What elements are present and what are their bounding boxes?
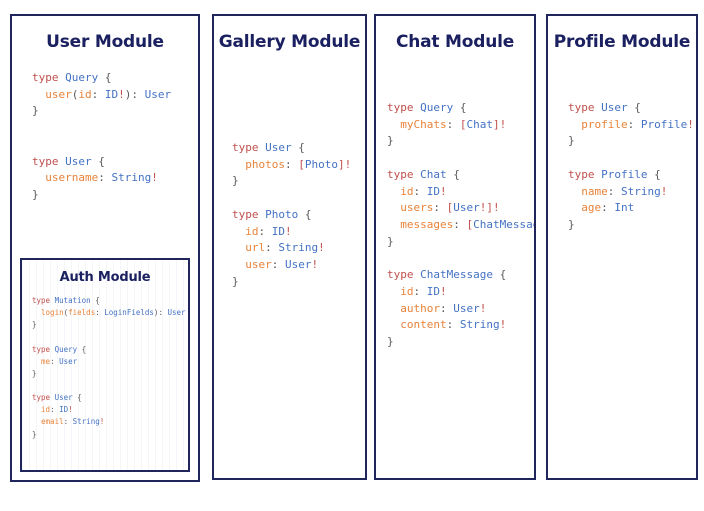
module-code-profile: type User { profile: Profile! } type Pro… [568,101,694,232]
module-title-auth: Auth Module [59,270,151,285]
module-card-gallery[interactable]: Gallery Module type User { photos: [Phot… [212,14,367,480]
module-code-user: type Query { user(id: ID!): User } type … [32,71,172,202]
module-title-chat: Chat Module [395,32,515,52]
module-code-auth: type Mutation { login(fields: LoginField… [32,296,186,439]
module-code-chat: type Query { myChats: [Chat]! } type Cha… [387,101,534,349]
module-card-chat[interactable]: Chat Module type Query { myChats: [Chat]… [374,14,536,480]
module-code-gallery: type User { photos: [Photo]! } type Phot… [232,141,352,288]
module-title-profile: Profile Module [553,32,691,52]
module-card-auth[interactable]: Auth Module type Mutation { login(fields… [20,258,190,472]
module-card-user[interactable]: User Module type Query { user(id: ID!): … [10,14,200,482]
module-title-gallery: Gallery Module [218,32,361,52]
module-title-user: User Module [46,32,164,52]
module-card-profile[interactable]: Profile Module type User { profile: Prof… [546,14,698,480]
